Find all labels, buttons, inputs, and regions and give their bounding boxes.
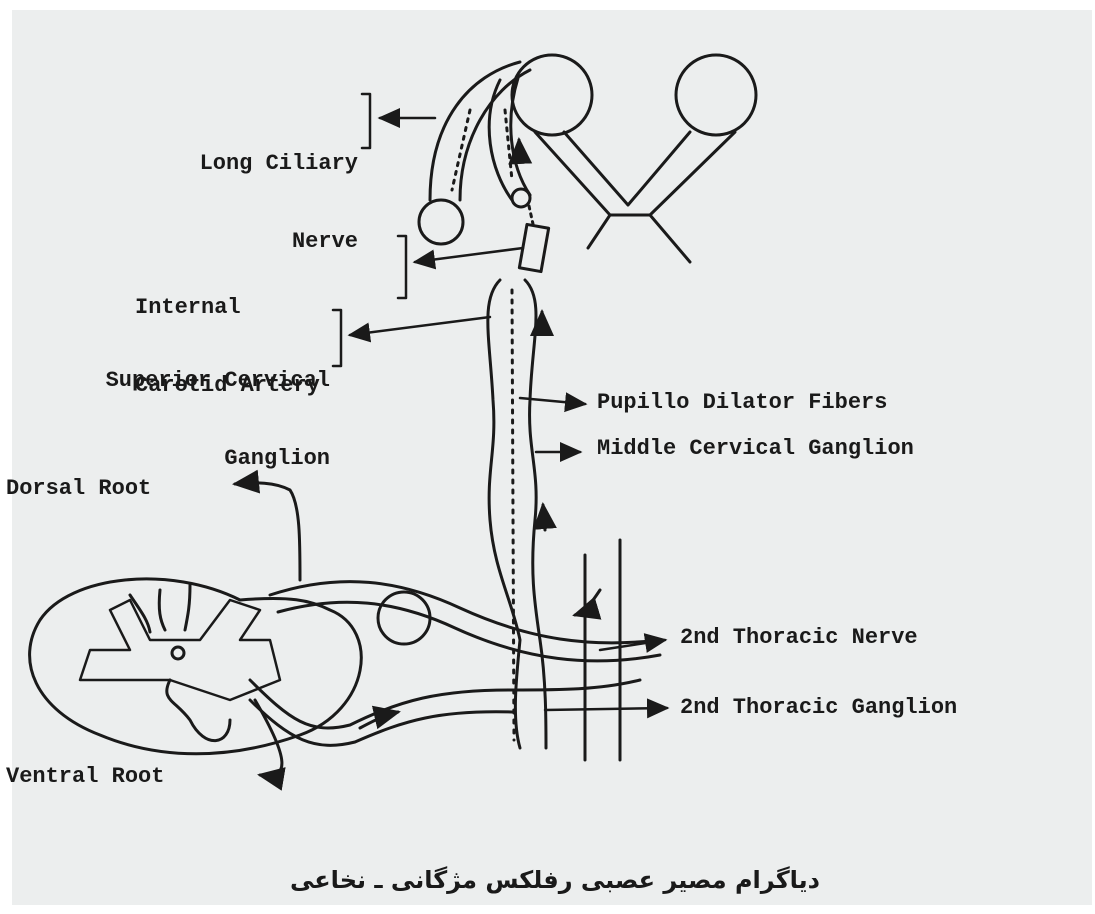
long-ciliary-nerve-line1: Long Ciliary	[100, 151, 358, 177]
ventral-root-label: Ventral Root	[6, 764, 164, 790]
persian-caption: دیاگرام مصیر عصبی رفلکس مژگانی ـ نخاعی	[340, 866, 820, 894]
dorsal-root-label: Dorsal Root	[6, 476, 151, 502]
nerve-roots	[235, 483, 660, 776]
second-thoracic-ganglion-label: 2nd Thoracic Ganglion	[680, 695, 957, 721]
middle-cervical-ganglion-label: Middle Cervical Ganglion	[597, 436, 914, 462]
internal-carotid-segment	[519, 206, 548, 272]
superior-cervical-line1: Superior Cervical	[0, 368, 330, 394]
sympathetic-chain	[488, 280, 546, 748]
second-thoracic-nerve-label: 2nd Thoracic Nerve	[680, 625, 918, 651]
pupillo-dilator-fibers-label: Pupillo Dilator Fibers	[597, 390, 887, 416]
superior-cervical-line2: Ganglion	[0, 446, 330, 472]
